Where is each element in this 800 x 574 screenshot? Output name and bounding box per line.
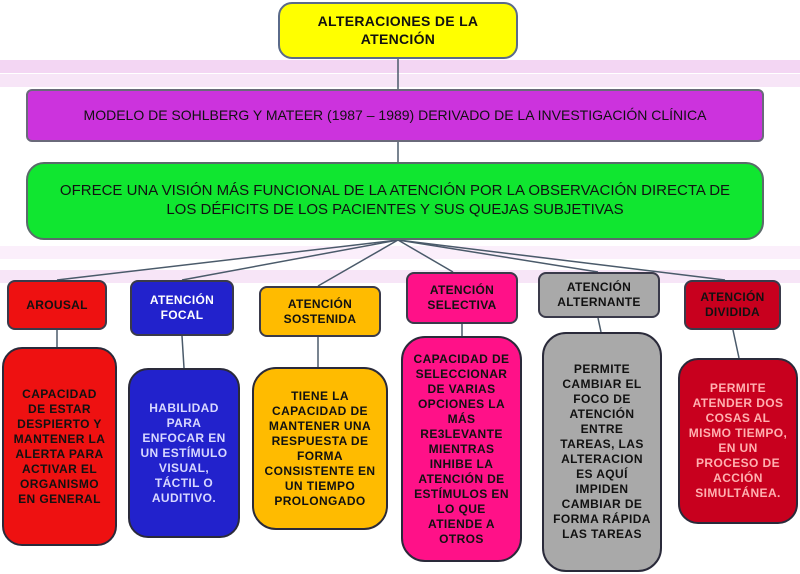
category-box-arousal: AROUSAL bbox=[7, 280, 107, 330]
connector-line bbox=[397, 239, 726, 281]
category-box-focal: ATENCIÓN FOCAL bbox=[130, 280, 234, 336]
bg-stripe bbox=[0, 246, 800, 259]
description-box-sostenida: TIENE LA CAPACIDAD DE MANTENER UNA RESPU… bbox=[252, 367, 388, 530]
description-box-arousal: CAPACIDAD DE ESTAR DESPIERTO Y MANTENER … bbox=[2, 347, 117, 546]
connector-line bbox=[397, 239, 454, 273]
connector-line bbox=[56, 239, 399, 281]
offer-box: OFRECE UNA VISIÓN MÁS FUNCIONAL DE LA AT… bbox=[26, 162, 764, 240]
connector-line bbox=[181, 335, 185, 369]
description-box-alternante: PERMITE CAMBIAR EL FOCO DE ATENCIÓN ENTR… bbox=[542, 332, 662, 572]
connector-line bbox=[732, 329, 740, 359]
category-box-sostenida: ATENCIÓN SOSTENIDA bbox=[259, 286, 381, 337]
category-box-dividida: ATENCIÓN DIVIDIDA bbox=[684, 280, 781, 330]
bg-stripe bbox=[0, 74, 800, 87]
category-box-selectiva: ATENCIÓN SELECTIVA bbox=[406, 272, 518, 324]
description-box-selectiva: CAPACIDAD DE SELECCIONAR DE VARIAS OPCIO… bbox=[401, 336, 522, 562]
connector-line bbox=[597, 317, 602, 333]
category-box-alternante: ATENCIÓN ALTERNANTE bbox=[538, 272, 660, 318]
bg-stripe bbox=[0, 60, 800, 73]
connector-line bbox=[317, 239, 399, 287]
diagram-title: ALTERACIONES DE LA ATENCIÓN bbox=[278, 2, 518, 59]
connector-line bbox=[397, 239, 599, 273]
description-box-dividida: PERMITE ATENDER DOS COSAS AL MISMO TIEMP… bbox=[678, 358, 798, 524]
connector-line bbox=[181, 239, 399, 281]
model-box: MODELO DE SOHLBERG Y MATEER (1987 – 1989… bbox=[26, 89, 764, 142]
description-box-focal: HABILIDAD PARA ENFOCAR EN UN ESTÍMULO VI… bbox=[128, 368, 240, 538]
